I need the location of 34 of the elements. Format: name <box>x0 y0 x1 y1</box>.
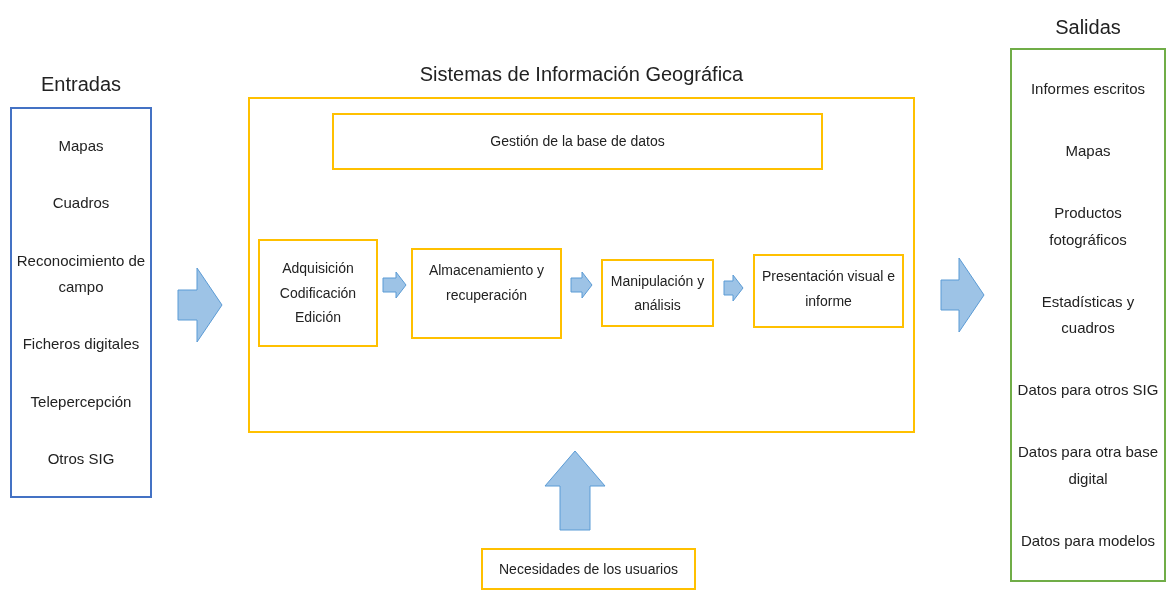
list-item: Reconocimiento de campo <box>16 250 146 297</box>
box-label: Manipulación y análisis <box>609 271 706 315</box>
process-box <box>753 254 904 328</box>
process-box <box>601 259 714 327</box>
block-arrow <box>382 271 407 299</box>
column-heading: Entradas <box>40 73 122 96</box>
block-arrow <box>723 274 744 302</box>
list-item: Estadísticas y cuadros <box>1040 291 1136 338</box>
box-label: Necesidades de los usuarios <box>499 559 678 579</box>
block-arrow <box>570 271 593 299</box>
list-item: Mapas <box>1065 141 1111 162</box>
block-arrow <box>940 257 985 333</box>
list-item: Informes escritos <box>1030 78 1146 99</box>
box-label: Gestión de la base de datos <box>490 132 665 152</box>
list-item: Cuadros <box>52 193 110 214</box>
process-box <box>258 239 378 347</box>
block-arrow <box>544 450 606 531</box>
box-label: Presentación visual e informe <box>761 267 896 311</box>
process-box <box>332 113 823 170</box>
process-box <box>411 248 562 339</box>
process-box <box>481 548 696 590</box>
box-label: Almacenamiento y recuperación <box>427 261 546 305</box>
list-item: Productos fotográficos <box>1048 203 1128 250</box>
column-heading: Sistemas de Información Geográfica <box>419 63 744 86</box>
block-arrow <box>177 267 223 343</box>
box-label: Adquisición Codificación Edición <box>278 259 358 328</box>
column-heading: Salidas <box>1055 15 1121 39</box>
list-item: Mapas <box>58 135 104 156</box>
list-item: Otros SIG <box>47 449 115 470</box>
list-item: Ficheros digitales <box>22 334 140 355</box>
list-item: Datos para otros SIG <box>1017 380 1159 401</box>
list-item: Telepercepción <box>30 391 132 412</box>
list-item: Datos para modelos <box>1020 530 1156 551</box>
list-item: Datos para otra base digital <box>1016 442 1160 489</box>
